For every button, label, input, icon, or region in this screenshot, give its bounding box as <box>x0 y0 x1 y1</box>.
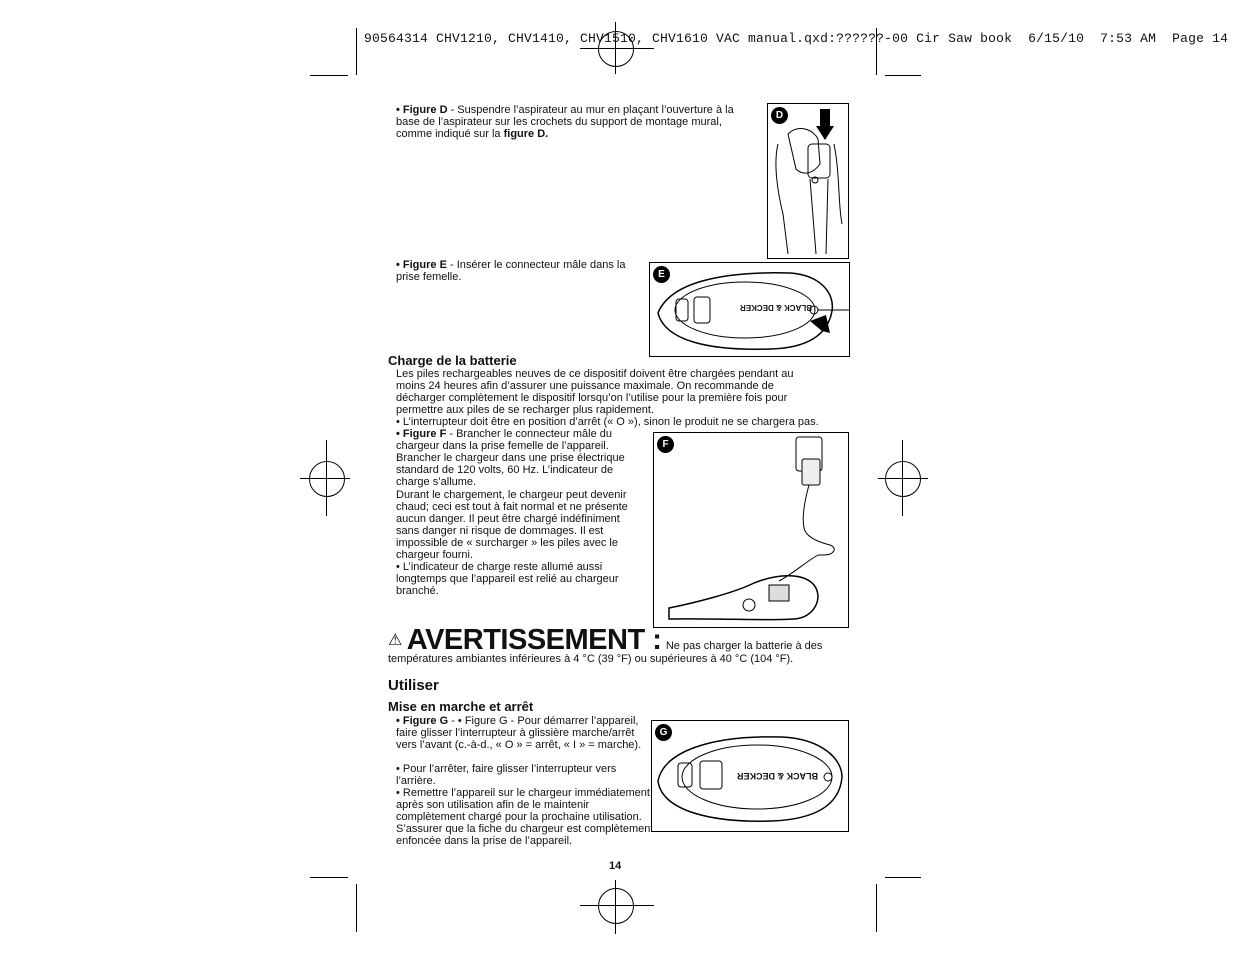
charge-bullet-switch: • L’interrupteur doit être en position d… <box>396 416 819 428</box>
charger-connection-drawing <box>668 436 835 621</box>
crop-mark <box>310 877 348 878</box>
warning-triangle-icon: ⚠ <box>388 632 403 649</box>
registration-mark-icon <box>598 31 634 67</box>
crop-mark <box>876 28 877 75</box>
warning-text-line2: températures ambiantes inférieures à 4 °… <box>388 653 794 665</box>
vacuum-top-view-drawing <box>657 272 849 350</box>
registration-line <box>580 48 654 49</box>
charge-heat-paragraph: Durant le chargement, le chargeur peut d… <box>396 489 628 561</box>
figure-badge: E <box>653 266 670 283</box>
charge-paragraph: Les piles rechargeables neuves de ce dis… <box>396 368 794 416</box>
brand-logo: BLACK & DECKER <box>740 303 812 312</box>
figure-g-text: - • Figure G - Pour démarrer l’appareil,… <box>396 715 642 751</box>
registration-line <box>878 478 928 479</box>
figure-d-text: - Suspendre l’aspirateur au mur en plaça… <box>396 104 734 140</box>
registration-mark-icon <box>309 461 345 497</box>
figure-e-label: • Figure E <box>396 259 447 271</box>
registration-line <box>300 478 350 479</box>
page-number: 14 <box>609 860 622 872</box>
print-slug: 90564314 CHV1210, CHV1410, CHV1510, CHV1… <box>364 31 1229 46</box>
figure-f-paragraph: • Figure F - Brancher le connecteur mâle… <box>396 428 640 488</box>
figure-badge: F <box>657 436 674 453</box>
vacuum-switch-drawing <box>657 736 843 822</box>
figure-d-paragraph: • Figure D - Suspendre l’aspirateur au m… <box>396 104 756 140</box>
figure-e-illustration: E BLACK & DECKER <box>649 262 850 357</box>
charge-heading: Charge de la batterie <box>388 353 517 368</box>
figure-g-illustration: G BLACK & DECKER <box>651 720 849 832</box>
crop-mark <box>885 75 921 76</box>
use-stop-bullet: • Pour l’arrêter, faire glisser l’interr… <box>396 763 617 787</box>
use-recharge-bullet: • Remettre l’appareil sur le chargeur im… <box>396 787 654 847</box>
figure-f-illustration: F <box>653 432 849 628</box>
warning-title: AVERTISSEMENT : <box>406 624 662 656</box>
figure-d-ref: figure D. <box>503 128 549 140</box>
figure-g-label: • Figure G <box>396 715 449 727</box>
figure-f-label: • Figure F <box>396 428 447 440</box>
brand-logo: BLACK & DECKER <box>737 771 818 781</box>
charge-indicator-bullet: • L’indicateur de charge reste allumé au… <box>396 561 619 597</box>
warning-text-line1: Ne pas charger la batterie à des <box>665 640 823 652</box>
crop-mark <box>356 884 357 932</box>
wall-mount-drawing <box>775 109 843 255</box>
crop-mark <box>885 877 921 878</box>
registration-line <box>580 905 654 906</box>
figure-badge: D <box>771 107 788 124</box>
use-heading: Utiliser <box>388 677 439 694</box>
figure-badge: G <box>655 724 672 741</box>
figure-d-label: • Figure D <box>396 104 448 116</box>
crop-mark <box>356 28 357 75</box>
figure-g-paragraph: • Figure G - • Figure G - Pour démarrer … <box>396 715 650 751</box>
figure-e-text: - Insérer le connecteur mâle dans la pri… <box>396 259 626 283</box>
registration-mark-icon <box>598 888 634 924</box>
crop-mark <box>876 884 877 932</box>
registration-line <box>615 880 616 934</box>
registration-mark-icon <box>885 461 921 497</box>
warning-block: ⚠ AVERTISSEMENT : Ne pas charger la batt… <box>388 624 848 657</box>
figure-f-text: - Brancher le connecteur mâle du chargeu… <box>396 428 625 488</box>
crop-mark <box>310 75 348 76</box>
use-subheading: Mise en marche et arrêt <box>388 699 534 714</box>
figure-e-paragraph: • Figure E - Insérer le connecteur mâle … <box>396 259 642 283</box>
figure-d-illustration: D <box>767 103 849 259</box>
